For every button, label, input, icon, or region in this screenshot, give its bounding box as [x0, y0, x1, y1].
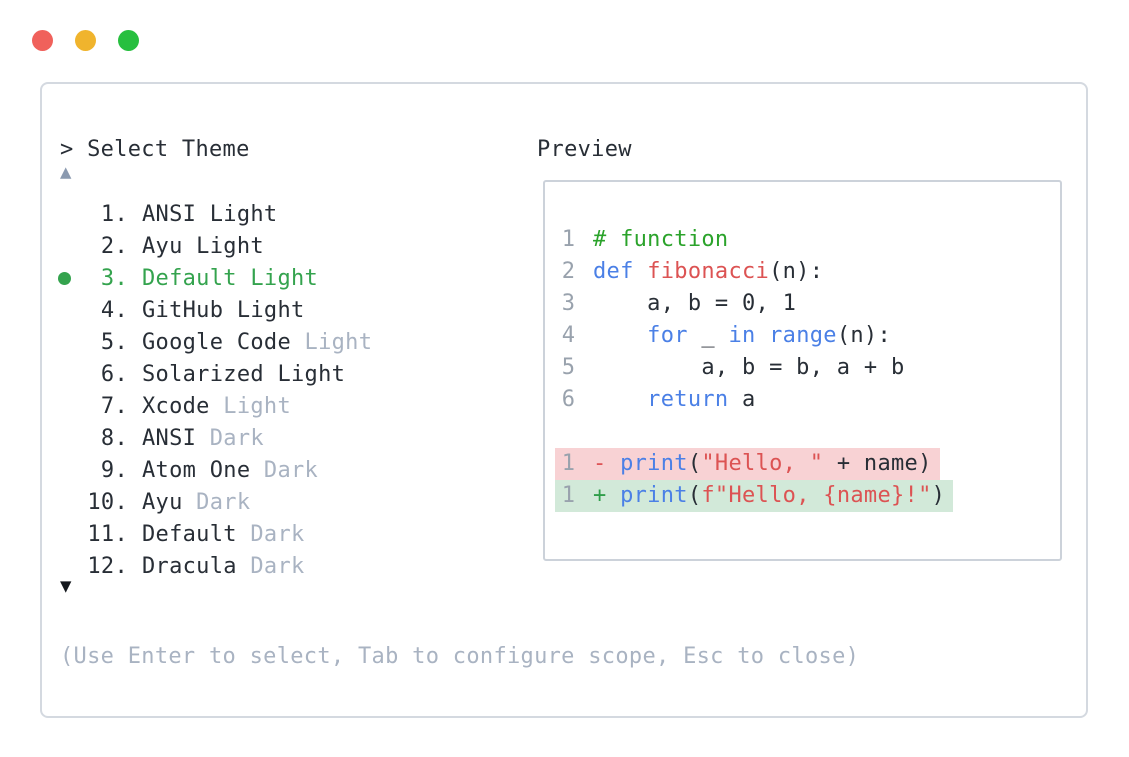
theme-list: 1. ANSI Light 2. Ayu Light 3. Default Li…: [56, 198, 372, 582]
traffic-light-minimize-button[interactable]: [75, 30, 96, 51]
theme-suffix: Light: [209, 393, 292, 419]
theme-suffix: Dark: [236, 553, 305, 579]
theme-item-default-light[interactable]: 3. Default Light: [56, 262, 372, 294]
bullet-slot: [56, 271, 78, 285]
selected-dot-icon: [58, 271, 71, 285]
theme-item-default-dark[interactable]: 11. Default Dark: [56, 518, 372, 550]
theme-name: Dracula: [142, 553, 237, 579]
scroll-down-icon[interactable]: ▼: [60, 575, 72, 597]
theme-name: ANSI Light: [142, 201, 278, 227]
theme-item-xcode-light[interactable]: 7. Xcode Light: [56, 390, 372, 422]
theme-number: 3.: [100, 265, 128, 291]
theme-number: 7.: [100, 393, 128, 419]
code-line: 6 return a: [561, 384, 1060, 416]
theme-suffix: Dark: [236, 521, 305, 547]
select-theme-prompt: > Select Theme: [60, 137, 250, 162]
theme-name: Atom One: [142, 457, 251, 483]
code-line: 5 a, b = b, a + b: [561, 352, 1060, 384]
keyboard-hint: (Use Enter to select, Tab to configure s…: [60, 644, 860, 669]
theme-number: 4.: [100, 297, 128, 323]
traffic-light-close-button[interactable]: [32, 30, 53, 51]
theme-item-ayu-light[interactable]: 2. Ayu Light: [56, 230, 372, 262]
line-number: 5: [561, 355, 575, 380]
code-line: 1# function: [561, 224, 1060, 256]
theme-number: 11.: [87, 521, 128, 547]
theme-name: Xcode: [142, 393, 210, 419]
theme-item-google-code-light[interactable]: 5. Google Code Light: [56, 326, 372, 358]
theme-suffix: Dark: [250, 457, 319, 483]
line-number: 1: [561, 451, 575, 476]
theme-name: Google Code: [142, 329, 291, 355]
diff-minus-sign: -: [593, 451, 621, 476]
theme-suffix: Light: [291, 329, 373, 355]
theme-name: ANSI: [142, 425, 197, 451]
theme-name: Default Light: [142, 265, 319, 291]
theme-name: Ayu Light: [142, 233, 264, 259]
code-line: 1- print("Hello, " + name): [555, 448, 1060, 480]
theme-item-atom-one-dark[interactable]: 9. Atom One Dark: [56, 454, 372, 486]
theme-name: GitHub Light: [142, 297, 305, 323]
blank-line: [561, 416, 1060, 448]
theme-number: 10.: [87, 489, 128, 515]
diff-added-line: 1+ print(f"Hello, {name}!"): [555, 480, 954, 512]
theme-selector-dialog: > Select Theme ▲ 1. ANSI Light 2. Ayu Li…: [40, 82, 1088, 718]
theme-item-github-light[interactable]: 4. GitHub Light: [56, 294, 372, 326]
diff-deleted-line: 1- print("Hello, " + name): [555, 448, 940, 480]
code-line: 1+ print(f"Hello, {name}!"): [555, 480, 1060, 512]
theme-suffix: Dark: [182, 489, 251, 515]
theme-number: 9.: [100, 457, 128, 483]
theme-name: Default: [142, 521, 237, 547]
preview-title: Preview: [537, 137, 632, 162]
theme-item-dracula-dark[interactable]: 12. Dracula Dark: [56, 550, 372, 582]
theme-item-ayu-dark[interactable]: 10. Ayu Dark: [56, 486, 372, 518]
code-line: 4 for _ in range(n):: [561, 320, 1060, 352]
code-line: 3 a, b = 0, 1: [561, 288, 1060, 320]
theme-number: 12.: [87, 553, 128, 579]
theme-number: 2.: [100, 233, 128, 259]
line-number: 1: [561, 483, 575, 508]
diff-plus-sign: +: [593, 483, 621, 508]
traffic-light-zoom-button[interactable]: [118, 30, 139, 51]
theme-item-ansi-light[interactable]: 1. ANSI Light: [56, 198, 372, 230]
line-number: 2: [561, 259, 575, 284]
theme-item-solarized-light[interactable]: 6. Solarized Light: [56, 358, 372, 390]
window-controls: [32, 30, 139, 51]
theme-number: 5.: [100, 329, 128, 355]
line-number: 1: [561, 227, 575, 252]
theme-number: 8.: [100, 425, 128, 451]
theme-name: Solarized Light: [142, 361, 346, 387]
line-number: 4: [561, 323, 575, 348]
scroll-up-icon[interactable]: ▲: [60, 161, 72, 183]
line-number: 3: [561, 291, 575, 316]
theme-suffix: Dark: [196, 425, 264, 451]
line-number: 6: [561, 387, 575, 412]
theme-number: 6.: [100, 361, 128, 387]
theme-item-ansi-dark[interactable]: 8. ANSI Dark: [56, 422, 372, 454]
theme-name: Ayu: [142, 489, 183, 515]
theme-number: 1.: [100, 201, 128, 227]
